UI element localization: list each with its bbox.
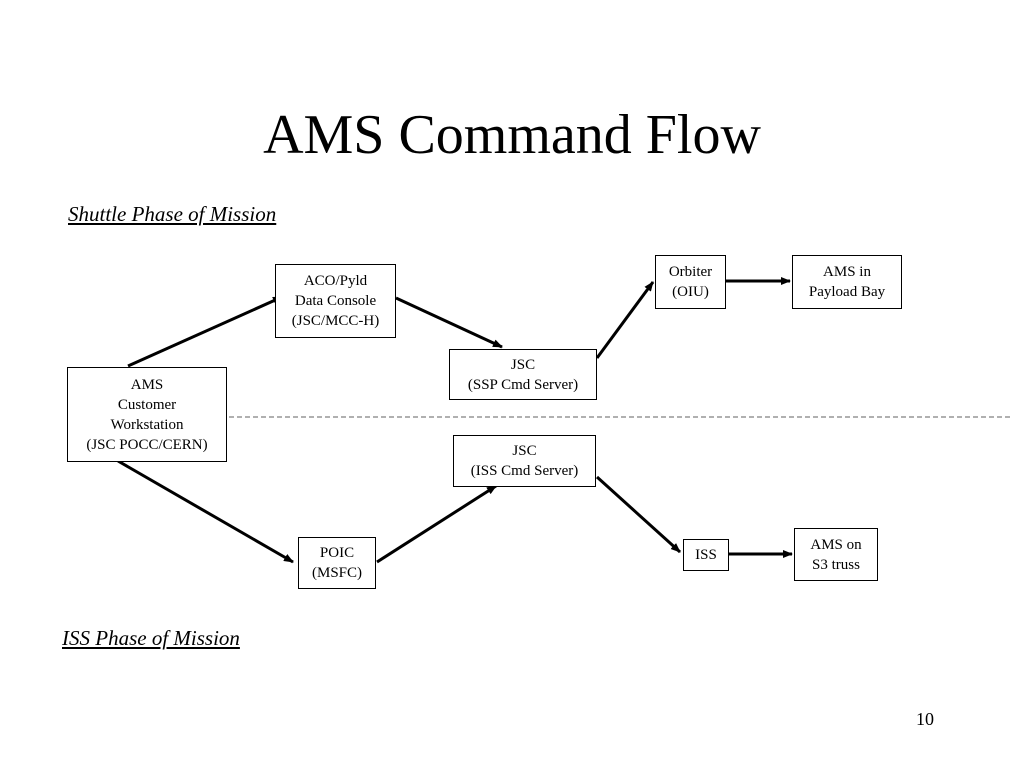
iss-phase-label: ISS Phase of Mission — [62, 626, 240, 650]
node-text-line: ISS — [695, 547, 717, 563]
node-text-line: ACO/Pyld — [303, 273, 368, 289]
aco-data-console-node: ACO/Pyld Data Console (JSC/MCC-H) — [275, 264, 396, 338]
orbiter-oiu-node: Orbiter (OIU) — [655, 255, 726, 309]
node-text-line: Payload Bay — [808, 284, 886, 300]
shuttle-phase-label: Shuttle Phase of Mission — [68, 202, 277, 226]
ams-customer-workstation-node: AMS Customer Workstation (JSC POCC/CERN) — [67, 367, 227, 462]
node-text-line: (JSC/MCC-H) — [291, 313, 380, 329]
iss-node: ISS — [683, 539, 729, 571]
node-text-line: (MSFC) — [311, 565, 363, 581]
arrow-workstation-to-poic — [117, 459, 294, 564]
arrow-workstation-to-aco — [127, 295, 283, 368]
node-text-line: JSC — [510, 356, 536, 373]
node-text-line: (SSP Cmd Server) — [467, 376, 579, 393]
node-text-line: JSC — [512, 443, 537, 459]
jsc-ssp-cmd-server-node: JSC (SSP Cmd Server) — [449, 349, 597, 400]
node-text-line: Customer — [117, 396, 177, 413]
ams-payload-bay-node: AMS in Payload Bay — [792, 255, 902, 309]
arrow-poic-to-jsc-iss — [376, 484, 497, 564]
ams-s3-truss-node: AMS on S3 truss — [794, 528, 878, 581]
node-text-line: AMS on — [810, 536, 862, 553]
poic-msfc-node: POIC (MSFC) — [298, 537, 376, 589]
jsc-iss-cmd-server-node: JSC (ISS Cmd Server) — [453, 435, 596, 487]
node-text-line: S3 truss — [812, 556, 860, 573]
slide-title: AMS Command Flow — [263, 104, 761, 166]
node-text-line: Workstation — [110, 416, 184, 433]
page-number: 10 — [916, 709, 934, 729]
node-text-line: Orbiter — [668, 264, 713, 280]
node-text-line: (ISS Cmd Server) — [470, 463, 579, 479]
node-text-line: AMS — [130, 376, 164, 393]
node-text-line: POIC — [319, 545, 355, 561]
node-text-line: AMS in — [823, 264, 871, 280]
node-text-line: (JSC POCC/CERN) — [86, 436, 208, 453]
node-text-line: Data Console — [294, 293, 377, 309]
arrow-aco-to-jsc-ssp — [395, 296, 503, 349]
node-text-line: (OIU) — [672, 284, 709, 300]
arrow-jsc-ssp-to-orbiter — [595, 281, 655, 359]
arrow-jsc-iss-to-iss — [595, 475, 682, 554]
